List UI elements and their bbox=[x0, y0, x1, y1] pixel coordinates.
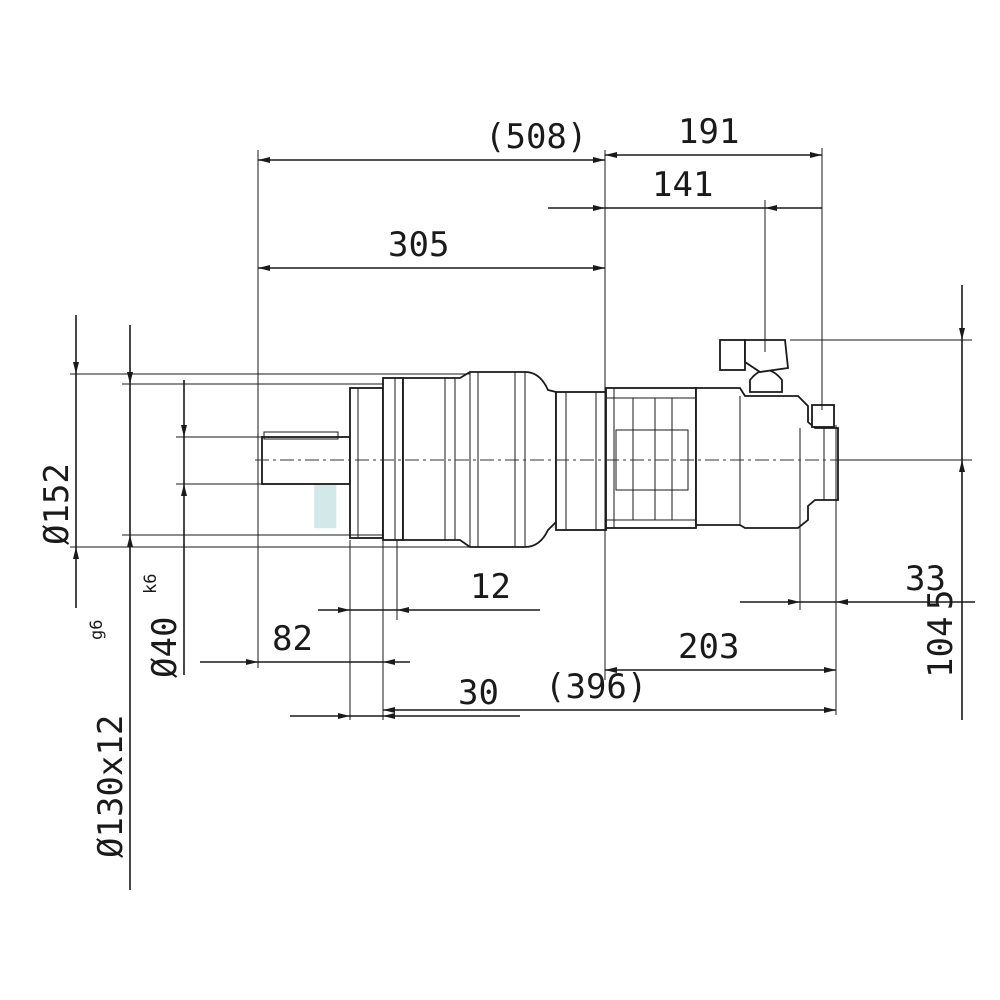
motor-outline bbox=[255, 339, 970, 548]
label-396: (396) bbox=[545, 667, 647, 707]
label-191: 191 bbox=[678, 112, 739, 152]
extension-lines bbox=[70, 148, 972, 720]
label-104-suffix: 5 bbox=[921, 590, 961, 610]
label-dia152: Ø152 bbox=[37, 463, 77, 545]
label-30: 30 bbox=[458, 673, 499, 713]
label-12: 12 bbox=[470, 567, 511, 607]
dimension-lines bbox=[73, 152, 975, 890]
motor-body bbox=[605, 387, 697, 529]
shaft-key bbox=[263, 431, 339, 440]
connector-nut bbox=[749, 369, 783, 393]
label-508: (508) bbox=[485, 117, 587, 157]
label-dia130-tolerance: g6 bbox=[87, 620, 107, 640]
flange-plate bbox=[349, 387, 384, 539]
motor-adapter bbox=[555, 391, 607, 531]
flange-ring bbox=[382, 377, 404, 541]
dimension-labels: (508) 191 141 305 12 82 203 (396) 30 33 … bbox=[37, 112, 961, 858]
label-dia130: Ø130x12 bbox=[91, 715, 131, 858]
label-203: 203 bbox=[678, 627, 739, 667]
label-dia40: Ø40 bbox=[145, 617, 185, 678]
label-82: 82 bbox=[272, 619, 313, 659]
motor-rear bbox=[695, 387, 839, 529]
label-305: 305 bbox=[388, 225, 449, 265]
connector-elbow bbox=[744, 339, 789, 373]
label-dia40-tolerance: k6 bbox=[141, 574, 161, 594]
label-104: 104 bbox=[921, 617, 961, 678]
connector-plug bbox=[719, 339, 746, 371]
label-33: 33 bbox=[905, 559, 946, 599]
terminal-cap bbox=[811, 404, 835, 428]
label-141: 141 bbox=[652, 165, 713, 205]
